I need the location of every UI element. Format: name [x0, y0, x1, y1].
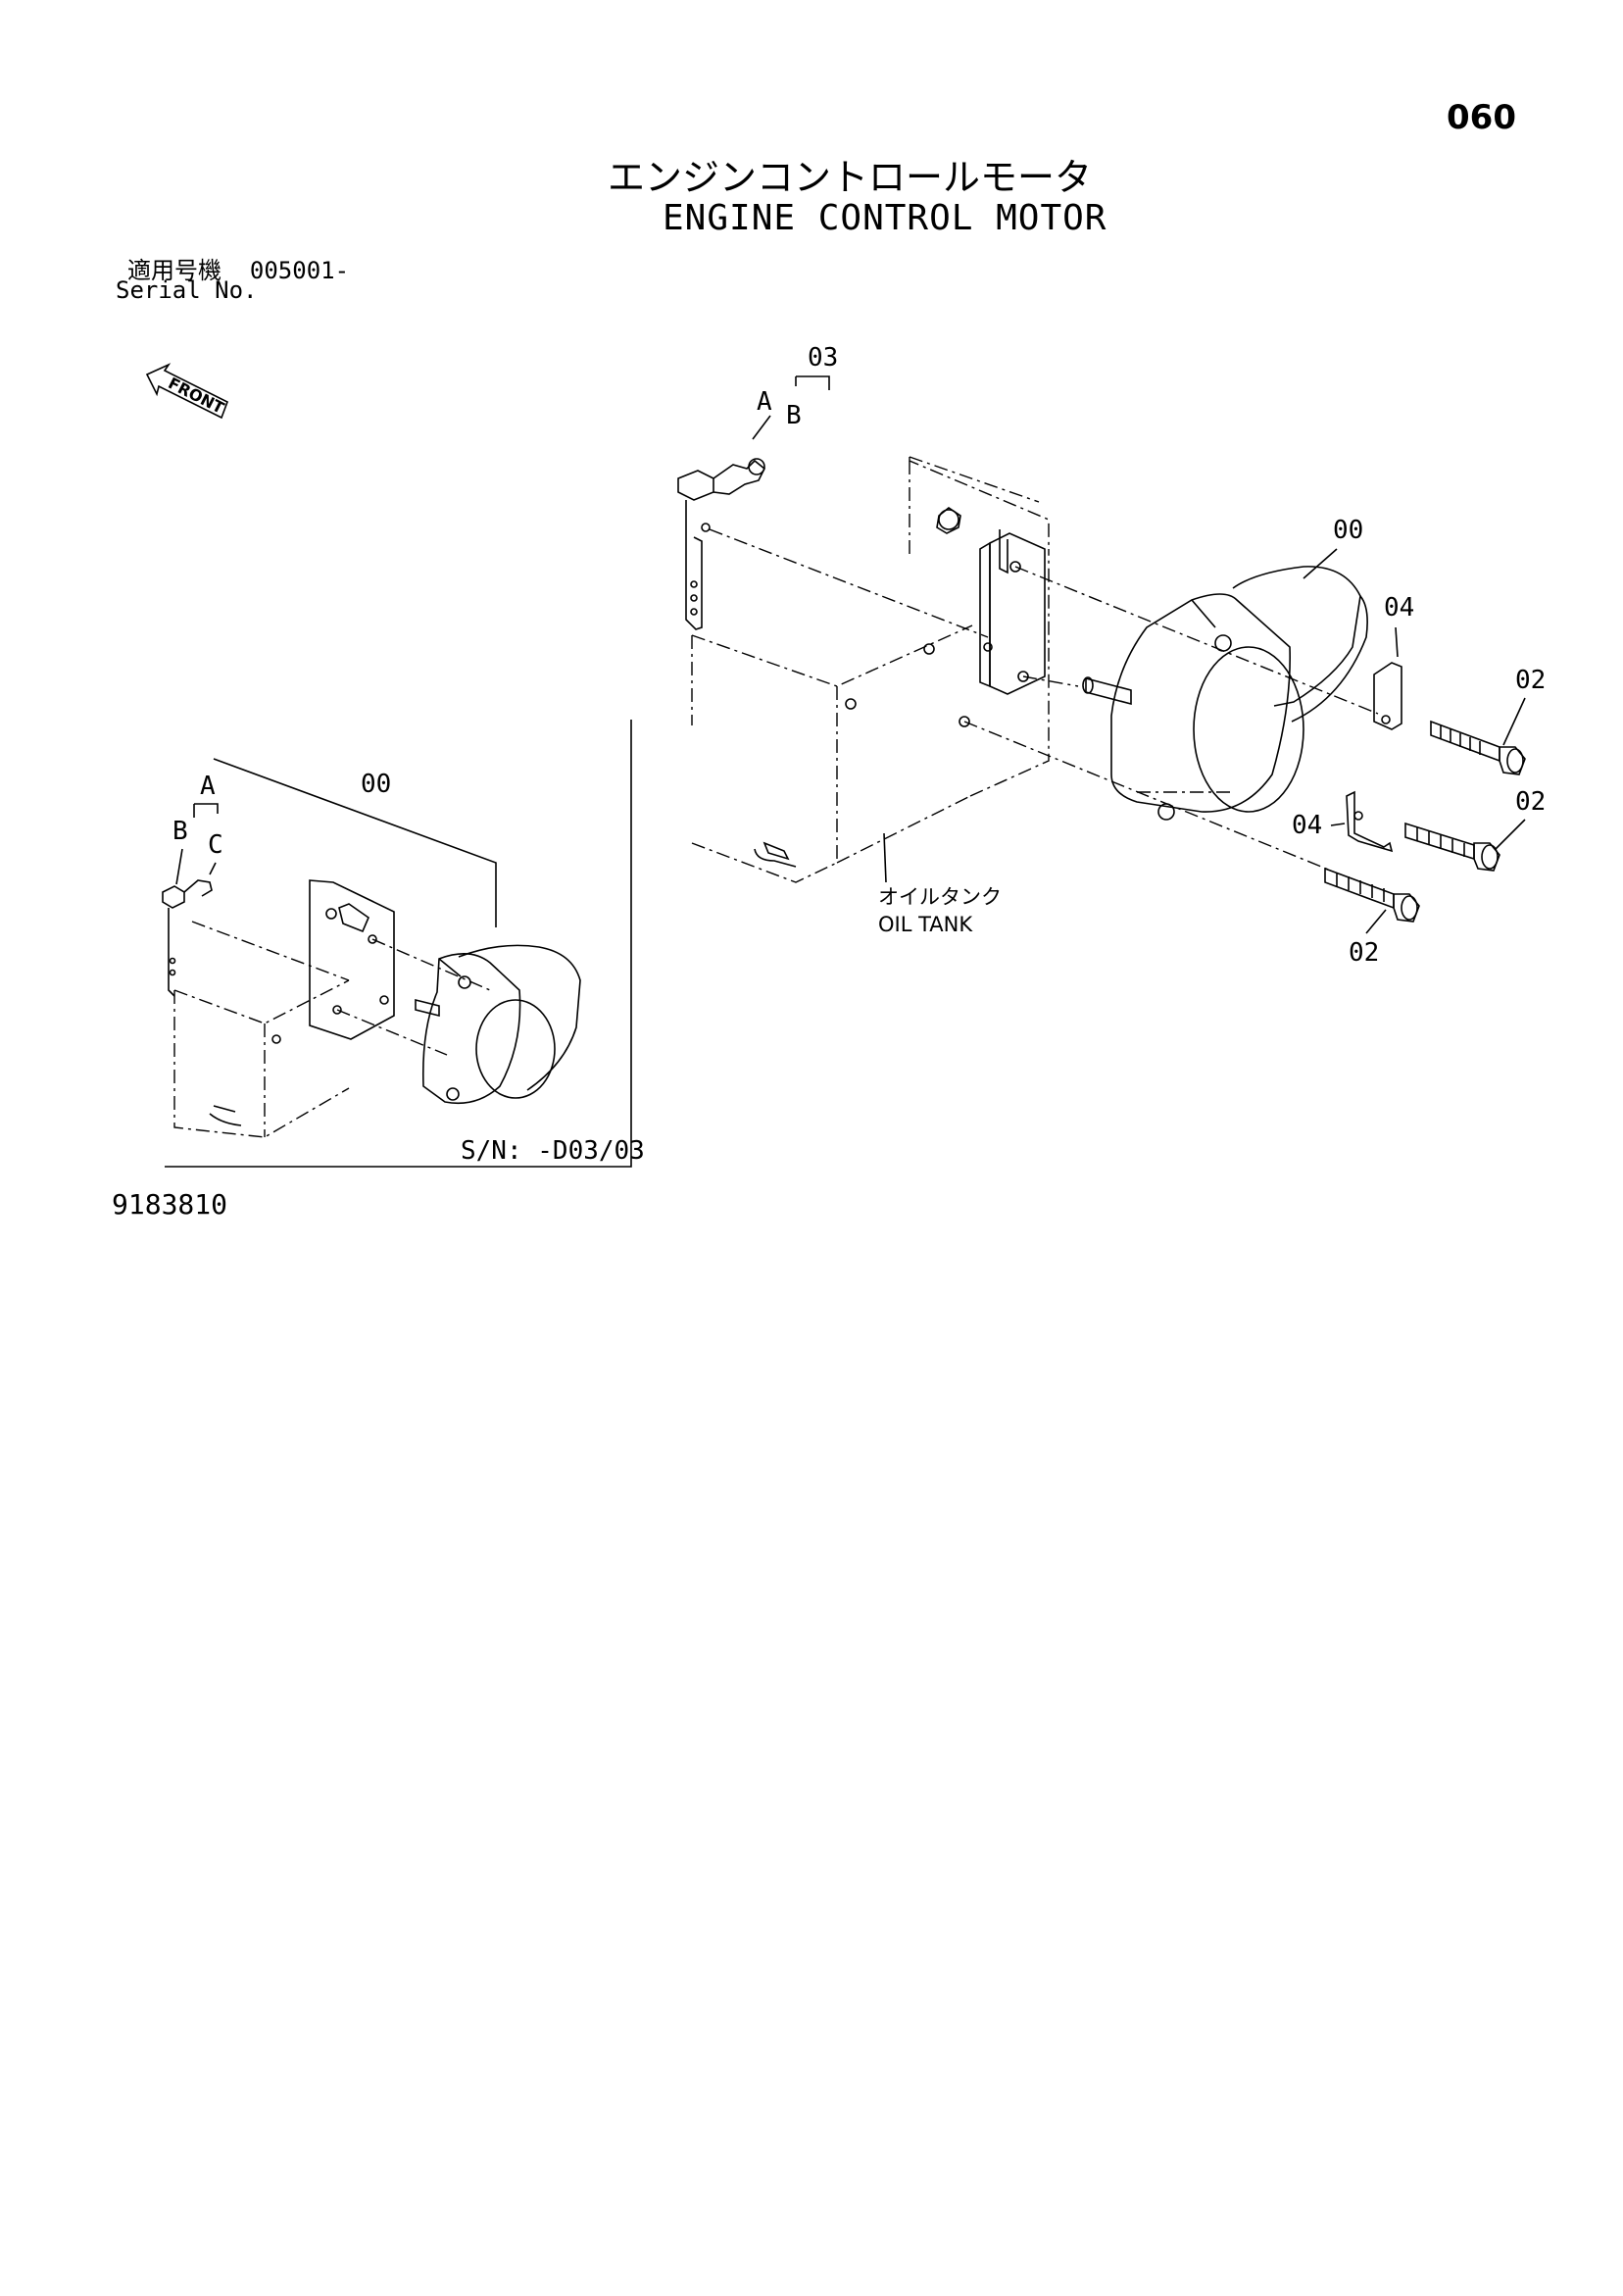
callout-00-inset: 00	[361, 770, 391, 799]
front-arrow-icon: FRONT	[145, 363, 229, 420]
callout-04-upper: 04	[1384, 593, 1414, 623]
clip-04-upper	[1373, 662, 1402, 730]
inset-frame	[165, 720, 632, 1168]
page-number: 060	[1447, 98, 1516, 137]
serial-label-japanese: 適用号機	[127, 257, 221, 284]
serial-label-english: Serial No.	[116, 276, 258, 304]
callout-a-inset: A	[200, 772, 216, 801]
inset-view: S/N: -D03/03 00 A B C	[162, 720, 645, 1168]
bracket-bolt-03	[677, 458, 766, 630]
title-english: ENGINE CONTROL MOTOR	[663, 198, 1107, 238]
main-assembly-view: 03 A B	[677, 343, 1546, 968]
clip-04-lower	[1346, 790, 1394, 853]
oil-tank-outline	[691, 456, 1050, 883]
engine-control-motor	[1082, 566, 1368, 821]
callout-b-main: B	[786, 401, 802, 430]
callout-02-c: 02	[1349, 938, 1379, 968]
front-label: FRONT	[166, 374, 227, 418]
inset-serial-range: S/N: -D03/03	[461, 1136, 645, 1166]
bolt-02-middle	[1404, 822, 1500, 872]
callout-c-inset: C	[208, 830, 223, 860]
document-number: 9183810	[112, 1188, 228, 1221]
callout-00-main: 00	[1333, 516, 1363, 545]
bolt-02-lower	[1324, 867, 1420, 923]
callout-03: 03	[808, 343, 838, 373]
oil-tank-label-english: OIL TANK	[878, 913, 973, 936]
callout-04-lower: 04	[1292, 811, 1322, 840]
oil-tank-label-japanese: オイルタンク	[878, 885, 1002, 909]
callout-02-a: 02	[1515, 666, 1546, 695]
title-japanese: エンジンコントロールモータ	[608, 156, 1093, 199]
callout-a-main: A	[757, 387, 772, 417]
callout-02-b: 02	[1515, 787, 1546, 817]
bolt-02-upper	[1430, 720, 1526, 775]
callout-b-inset: B	[172, 817, 188, 846]
serial-line: 適用号機 005001-	[127, 251, 349, 285]
serial-value: 005001-	[249, 257, 350, 284]
mounting-plate	[845, 507, 1046, 727]
